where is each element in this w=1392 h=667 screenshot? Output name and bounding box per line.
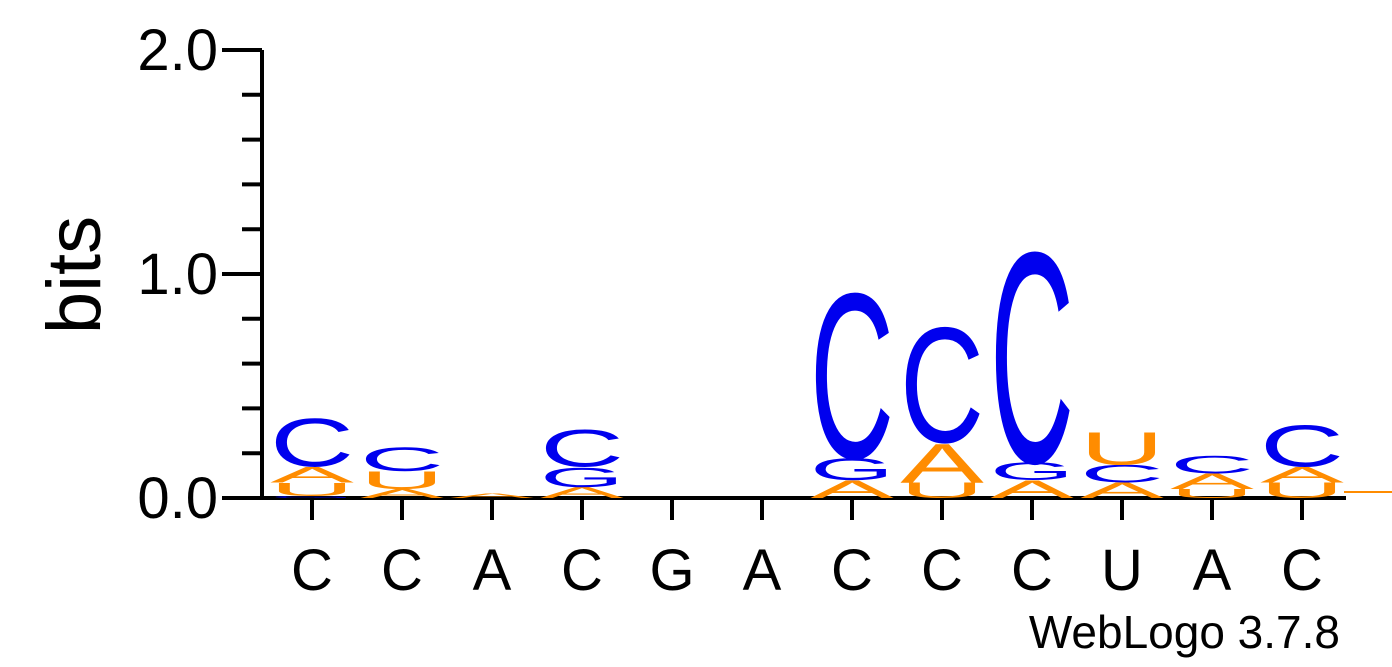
logo-letter-c: C xyxy=(1260,413,1344,480)
logo-letter-u: U xyxy=(270,479,354,500)
x-tick-label: U xyxy=(1101,538,1143,603)
y-tick-label: 2.0 xyxy=(137,18,218,83)
logo-column: AGC xyxy=(540,419,624,501)
y-tick-label: 1.0 xyxy=(137,242,218,307)
logo-column: UAC xyxy=(900,294,984,503)
logo-letter-c: C xyxy=(1170,451,1254,479)
x-tick-label: C xyxy=(291,538,333,603)
x-tick-label: G xyxy=(649,538,694,603)
logo-column: A xyxy=(450,492,535,499)
logo-letter-g: G xyxy=(810,452,894,487)
logo-column: UAC xyxy=(1260,413,1344,503)
logo-letter-a: A xyxy=(270,463,354,487)
x-tick-label: C xyxy=(921,538,963,603)
logo-letter-c: C xyxy=(810,244,894,508)
x-tick-label: A xyxy=(743,538,782,603)
logo-letter-a: A xyxy=(360,487,444,501)
logo-letter-c: C xyxy=(270,406,354,482)
logo-letter-u: U xyxy=(360,467,444,495)
logo-letter-a: A xyxy=(450,492,535,499)
x-tick-label: C xyxy=(561,538,603,603)
logo-column: UAC xyxy=(1170,451,1254,501)
y-axis-title: bits xyxy=(32,216,117,334)
logo-letter-g: G xyxy=(540,462,624,493)
logo-column: AGC xyxy=(990,190,1075,526)
logo-letter-c: C xyxy=(1080,460,1164,488)
logo-letter-c: C xyxy=(360,440,444,478)
x-tick-label: A xyxy=(1193,538,1232,603)
logo-letter-c: C xyxy=(990,190,1074,526)
logo-column: AUC xyxy=(360,440,445,500)
logo-letter-u: U xyxy=(1080,422,1164,474)
logo-letter-a: A xyxy=(810,476,895,504)
logo-letter-u: U xyxy=(1260,478,1344,502)
y-axis: 0.0 1.0 2.0 xyxy=(137,18,1346,531)
logo-letter-g: G xyxy=(990,458,1074,486)
x-tick-label: A xyxy=(473,538,512,603)
logo-column: AGC xyxy=(810,244,895,508)
x-tick-label: C xyxy=(831,538,873,603)
logo-letter-a: A xyxy=(1170,470,1254,494)
logo-letter-g: G xyxy=(270,495,354,498)
logo-letter-a: A xyxy=(990,476,1075,504)
logo-letter-u: U xyxy=(1170,487,1254,501)
logo-letter-u: U xyxy=(900,478,984,502)
logo-letter-a: A xyxy=(540,484,624,501)
logo-letter-a: A xyxy=(900,432,984,495)
weblogo-version-footer: WebLogo 3.7.8 xyxy=(1029,606,1340,658)
x-tick-label: C xyxy=(1011,538,1053,603)
x-tick-label: C xyxy=(1281,538,1323,603)
logo-letter-c: C xyxy=(540,419,624,478)
logo-letter-c: C xyxy=(900,294,984,478)
x-tick-label: C xyxy=(381,538,423,603)
y-tick-label: 0.0 xyxy=(137,466,218,531)
logo-column: ACU xyxy=(1080,422,1164,503)
logo-letter-a: A xyxy=(1260,463,1344,487)
logo-letter-a: A xyxy=(1080,479,1164,503)
